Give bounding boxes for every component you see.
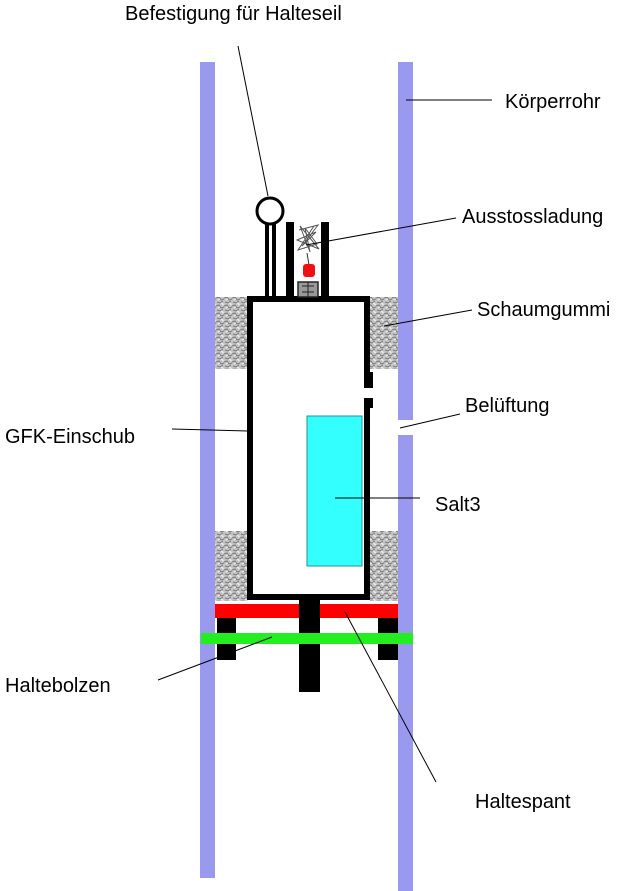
charge-tube-left-wall [286,222,294,297]
leader-schaumgummi [383,309,473,327]
center-shaft [299,600,320,692]
label-ausstossladung: Ausstossladung [462,206,603,228]
foam-pad-top-right [370,297,398,369]
label-haltebolzen: Haltebolzen [5,675,111,697]
vent-opening-stub-top [364,372,373,388]
tube-wall-right-lower [398,435,413,891]
body-tube [200,62,413,891]
bulkhead [215,600,398,692]
shroud-line-attachment [255,196,285,297]
leader-lines [157,45,492,783]
label-befestigung: Befestigung für Halteseil [125,3,342,25]
bulkhead-right [320,604,398,618]
tube-wall-left [200,62,215,878]
gfk-insert-outline [247,296,370,600]
ejection-charge-scribble [295,224,320,253]
gfk-insert [247,296,373,600]
leader-haltebolzen [157,636,273,681]
label-koerperrohr: Körperrohr [505,91,601,113]
attachment-post-right [272,224,276,297]
label-haltespant: Haltespant [475,791,571,813]
vent-opening-stub-bottom [364,398,373,408]
attachment-post-left [265,224,269,297]
leader-ausstossladung [305,217,457,246]
leader-haltespant [344,611,437,783]
igniter-socket-detail [302,282,314,297]
tube-wall-right-upper [398,62,413,420]
leader-gfk-einschub [171,428,249,432]
leader-belueftung [399,413,461,429]
igniter-head [303,264,315,277]
igniter-wire [306,252,310,266]
foam-pads [215,297,398,601]
attachment-ring [255,196,285,226]
ejection-charge-holder [286,222,329,298]
label-gfk-einschub: GFK-Einschub [5,426,135,448]
leader-befestigung [237,45,269,197]
foam-pad-bottom-left [215,531,248,601]
label-belueftung: Belüftung [465,395,550,417]
label-salt3: Salt3 [435,494,481,516]
foam-pad-top-left [215,297,248,369]
foam-pad-bottom-right [370,531,398,601]
label-schaumgummi: Schaumgummi [477,299,610,321]
salt3-payload [306,415,363,567]
bulkhead-left [215,604,299,618]
charge-tube-right-wall [321,222,329,297]
retaining-bolt [201,633,413,644]
